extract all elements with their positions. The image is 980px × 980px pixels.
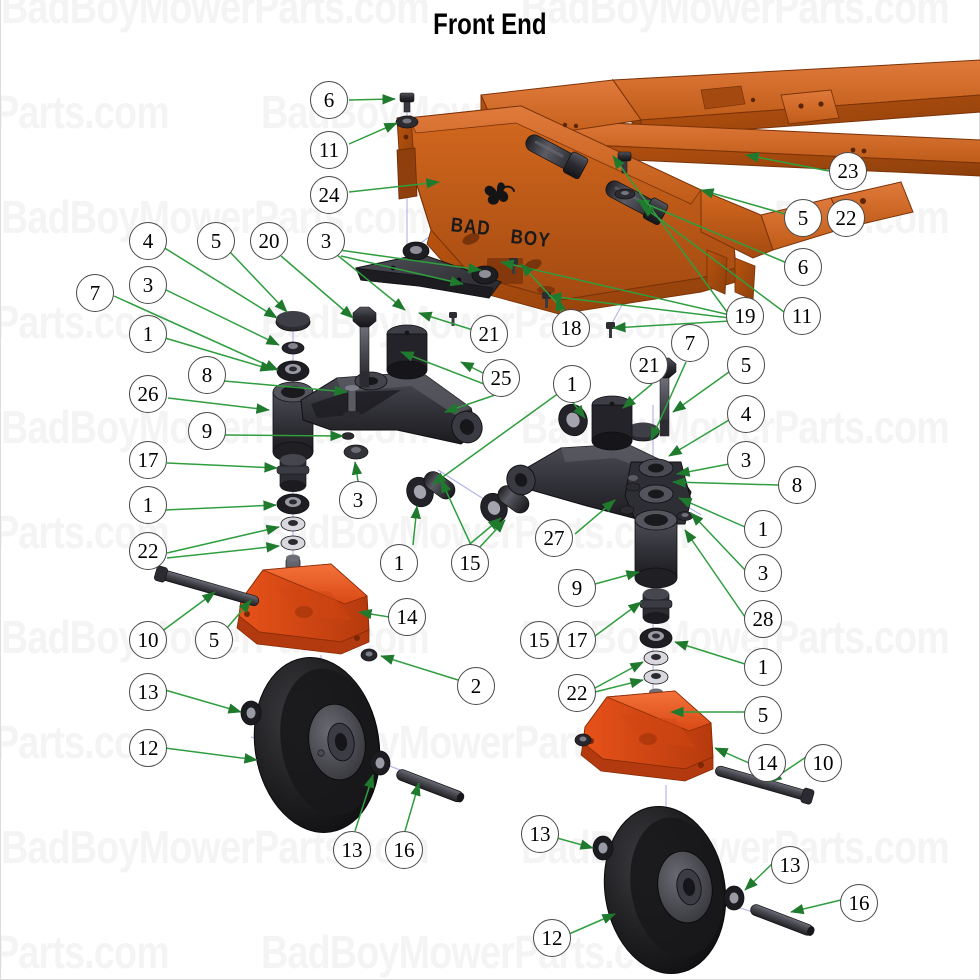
callout-bubble-23[interactable]: 23: [829, 152, 867, 190]
callout-bubble-5[interactable]: 5: [727, 346, 765, 384]
callout-bubble-21[interactable]: 21: [470, 315, 508, 353]
callout-bubble-11[interactable]: 11: [783, 297, 821, 335]
callout-bubble-4[interactable]: 4: [129, 222, 167, 260]
callout-bubble-15[interactable]: 15: [451, 544, 489, 582]
callout-bubble-14[interactable]: 14: [388, 598, 426, 636]
callout-bubble-25[interactable]: 25: [482, 359, 520, 397]
callout-bubble-13[interactable]: 13: [771, 846, 809, 884]
callout-bubble-24[interactable]: 24: [310, 176, 348, 214]
left-upper-hardware: [352, 306, 428, 388]
callout-bubble-18[interactable]: 18: [552, 309, 590, 347]
callout-bubble-8[interactable]: 8: [778, 466, 816, 504]
callout-bubble-17[interactable]: 17: [129, 441, 167, 479]
callout-bubble-2[interactable]: 2: [457, 667, 495, 705]
right-upper-hardware: [591, 357, 677, 451]
callout-bubble-19[interactable]: 19: [726, 297, 764, 335]
callout-bubble-7[interactable]: 7: [76, 274, 114, 312]
callout-bubble-3[interactable]: 3: [129, 266, 167, 304]
callout-bubble-22[interactable]: 22: [558, 674, 596, 712]
right-a-arm: [506, 443, 694, 589]
main-frame-assembly: BAD BOY: [396, 59, 980, 315]
callout-bubble-16[interactable]: 16: [840, 884, 878, 922]
callout-bubble-13[interactable]: 13: [129, 673, 167, 711]
callout-bubble-28[interactable]: 28: [744, 600, 782, 638]
svg-text:BOY: BOY: [510, 225, 552, 252]
callout-bubble-27[interactable]: 27: [535, 519, 573, 557]
callout-bubble-10[interactable]: 10: [129, 621, 167, 659]
bump-stop-left: [386, 324, 428, 380]
callout-bubble-1[interactable]: 1: [380, 544, 418, 582]
callout-bubble-9[interactable]: 9: [558, 569, 596, 607]
callout-bubble-13[interactable]: 13: [521, 815, 559, 853]
callout-bubble-22[interactable]: 22: [827, 199, 865, 237]
callout-bubble-8[interactable]: 8: [188, 356, 226, 394]
callout-bubble-6[interactable]: 6: [784, 248, 822, 286]
leader-lines: [113, 94, 842, 935]
callout-bubble-20[interactable]: 20: [250, 222, 288, 260]
left-small-bearings: [406, 403, 588, 524]
callout-bubble-5[interactable]: 5: [195, 621, 233, 659]
callout-bubble-22[interactable]: 22: [129, 532, 167, 570]
callout-bubble-3[interactable]: 3: [339, 481, 377, 519]
callout-bubble-3[interactable]: 3: [727, 441, 765, 479]
callout-bubble-15[interactable]: 15: [520, 621, 558, 659]
callout-bubble-26[interactable]: 26: [129, 375, 167, 413]
page-title-text: Front End: [433, 8, 547, 41]
callout-bubble-4[interactable]: 4: [727, 395, 765, 433]
callout-bubble-17[interactable]: 17: [558, 621, 596, 659]
page-title: Front End: [1, 8, 979, 42]
svg-text:BAD: BAD: [450, 213, 492, 240]
left-spindle-stack: [272, 311, 314, 607]
callout-bubble-16[interactable]: 16: [385, 831, 423, 869]
callout-bubble-1[interactable]: 1: [744, 648, 782, 686]
callout-bubble-14[interactable]: 14: [748, 744, 786, 782]
bump-stop-right: [591, 395, 633, 451]
callout-bubble-12[interactable]: 12: [129, 729, 167, 767]
callout-bubble-6[interactable]: 6: [310, 81, 348, 119]
callout-bubble-1[interactable]: 1: [744, 510, 782, 548]
callout-bubble-1[interactable]: 1: [129, 315, 167, 353]
callout-bubble-5[interactable]: 5: [784, 199, 822, 237]
callout-bubble-12[interactable]: 12: [533, 919, 571, 957]
left-a-arm: [300, 371, 483, 460]
callout-bubble-5[interactable]: 5: [197, 222, 235, 260]
callout-bubble-21[interactable]: 21: [630, 346, 668, 384]
callout-bubble-10[interactable]: 10: [804, 744, 842, 782]
callout-bubble-5[interactable]: 5: [744, 696, 782, 734]
callout-bubble-11[interactable]: 11: [310, 131, 348, 169]
callout-bubble-3[interactable]: 3: [744, 554, 782, 592]
callout-bubble-13[interactable]: 13: [333, 831, 371, 869]
callout-bubble-1[interactable]: 1: [553, 365, 591, 403]
callout-bubble-3[interactable]: 3: [307, 222, 345, 260]
right-front-caster: [574, 690, 815, 974]
callout-bubble-7[interactable]: 7: [671, 324, 709, 362]
callout-bubble-9[interactable]: 9: [188, 412, 226, 450]
top-fasteners: [395, 92, 419, 129]
callout-bubble-1[interactable]: 1: [129, 486, 167, 524]
left-front-caster: [154, 563, 465, 833]
bad-boy-logo: BAD BOY: [450, 182, 552, 252]
